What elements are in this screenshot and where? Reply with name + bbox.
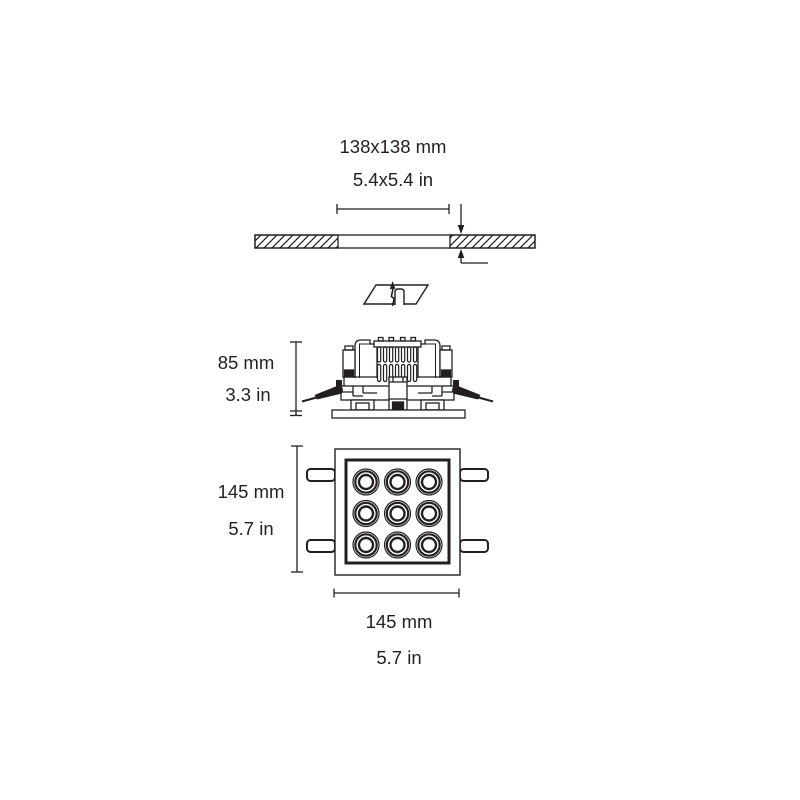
insertion-symbol (362, 281, 430, 307)
face-h-mm-label: 145 mm (366, 611, 433, 632)
panel-slot (394, 288, 405, 305)
cutout-mm-label: 138x138 mm (340, 136, 447, 157)
heatsink-fins-upper (376, 346, 418, 363)
face-h-in-label: 5.7 in (376, 647, 421, 668)
led-grid (352, 468, 443, 559)
fixture-side-view (290, 336, 494, 419)
heatsink-top-bar (373, 336, 422, 348)
face-v-mm-label: 145 mm (218, 481, 285, 502)
led-cell (415, 468, 443, 496)
dimension-labels: 138x138 mm 5.4x5.4 in 85 mm 3.3 in 145 m… (218, 136, 447, 668)
led-cell (352, 531, 380, 559)
face-vertical-dimension-line (291, 445, 303, 573)
right-bracket (439, 345, 453, 378)
led-cell (383, 531, 412, 559)
panel-parallelogram (362, 284, 430, 305)
left-spring-clip (301, 380, 343, 403)
insert-arrow-icon (389, 281, 396, 307)
central-column (388, 376, 408, 411)
arrow-down-icon (457, 225, 465, 234)
height-dimension-line (290, 341, 302, 417)
lens-frame (344, 458, 451, 565)
face-v-in-label: 5.7 in (228, 518, 273, 539)
led-cell (352, 499, 380, 528)
led-cell (415, 499, 443, 528)
trim-plate (331, 409, 466, 419)
height-in-label: 3.3 in (225, 384, 270, 405)
height-mm-label: 85 mm (218, 352, 275, 373)
led-cell (383, 468, 412, 496)
led-cell (352, 468, 380, 496)
ceiling-slab-cross-section (254, 234, 536, 249)
face-horizontal-dimension-line (333, 588, 460, 598)
ceiling-thickness-arrows (457, 204, 488, 264)
right-spring-clip (452, 380, 494, 403)
left-shoulder (354, 339, 378, 378)
ceiling-cutout-section (254, 204, 536, 264)
left-bracket (342, 345, 356, 378)
cutout-in-label: 5.4x5.4 in (353, 169, 433, 190)
fixture-front-view (291, 445, 489, 598)
arrow-up-icon (457, 249, 465, 258)
led-cell (415, 531, 443, 559)
mounting-tabs (306, 468, 489, 553)
cutout-width-dimension-line (336, 204, 450, 214)
led-cell (383, 499, 412, 528)
right-shoulder (417, 339, 441, 378)
